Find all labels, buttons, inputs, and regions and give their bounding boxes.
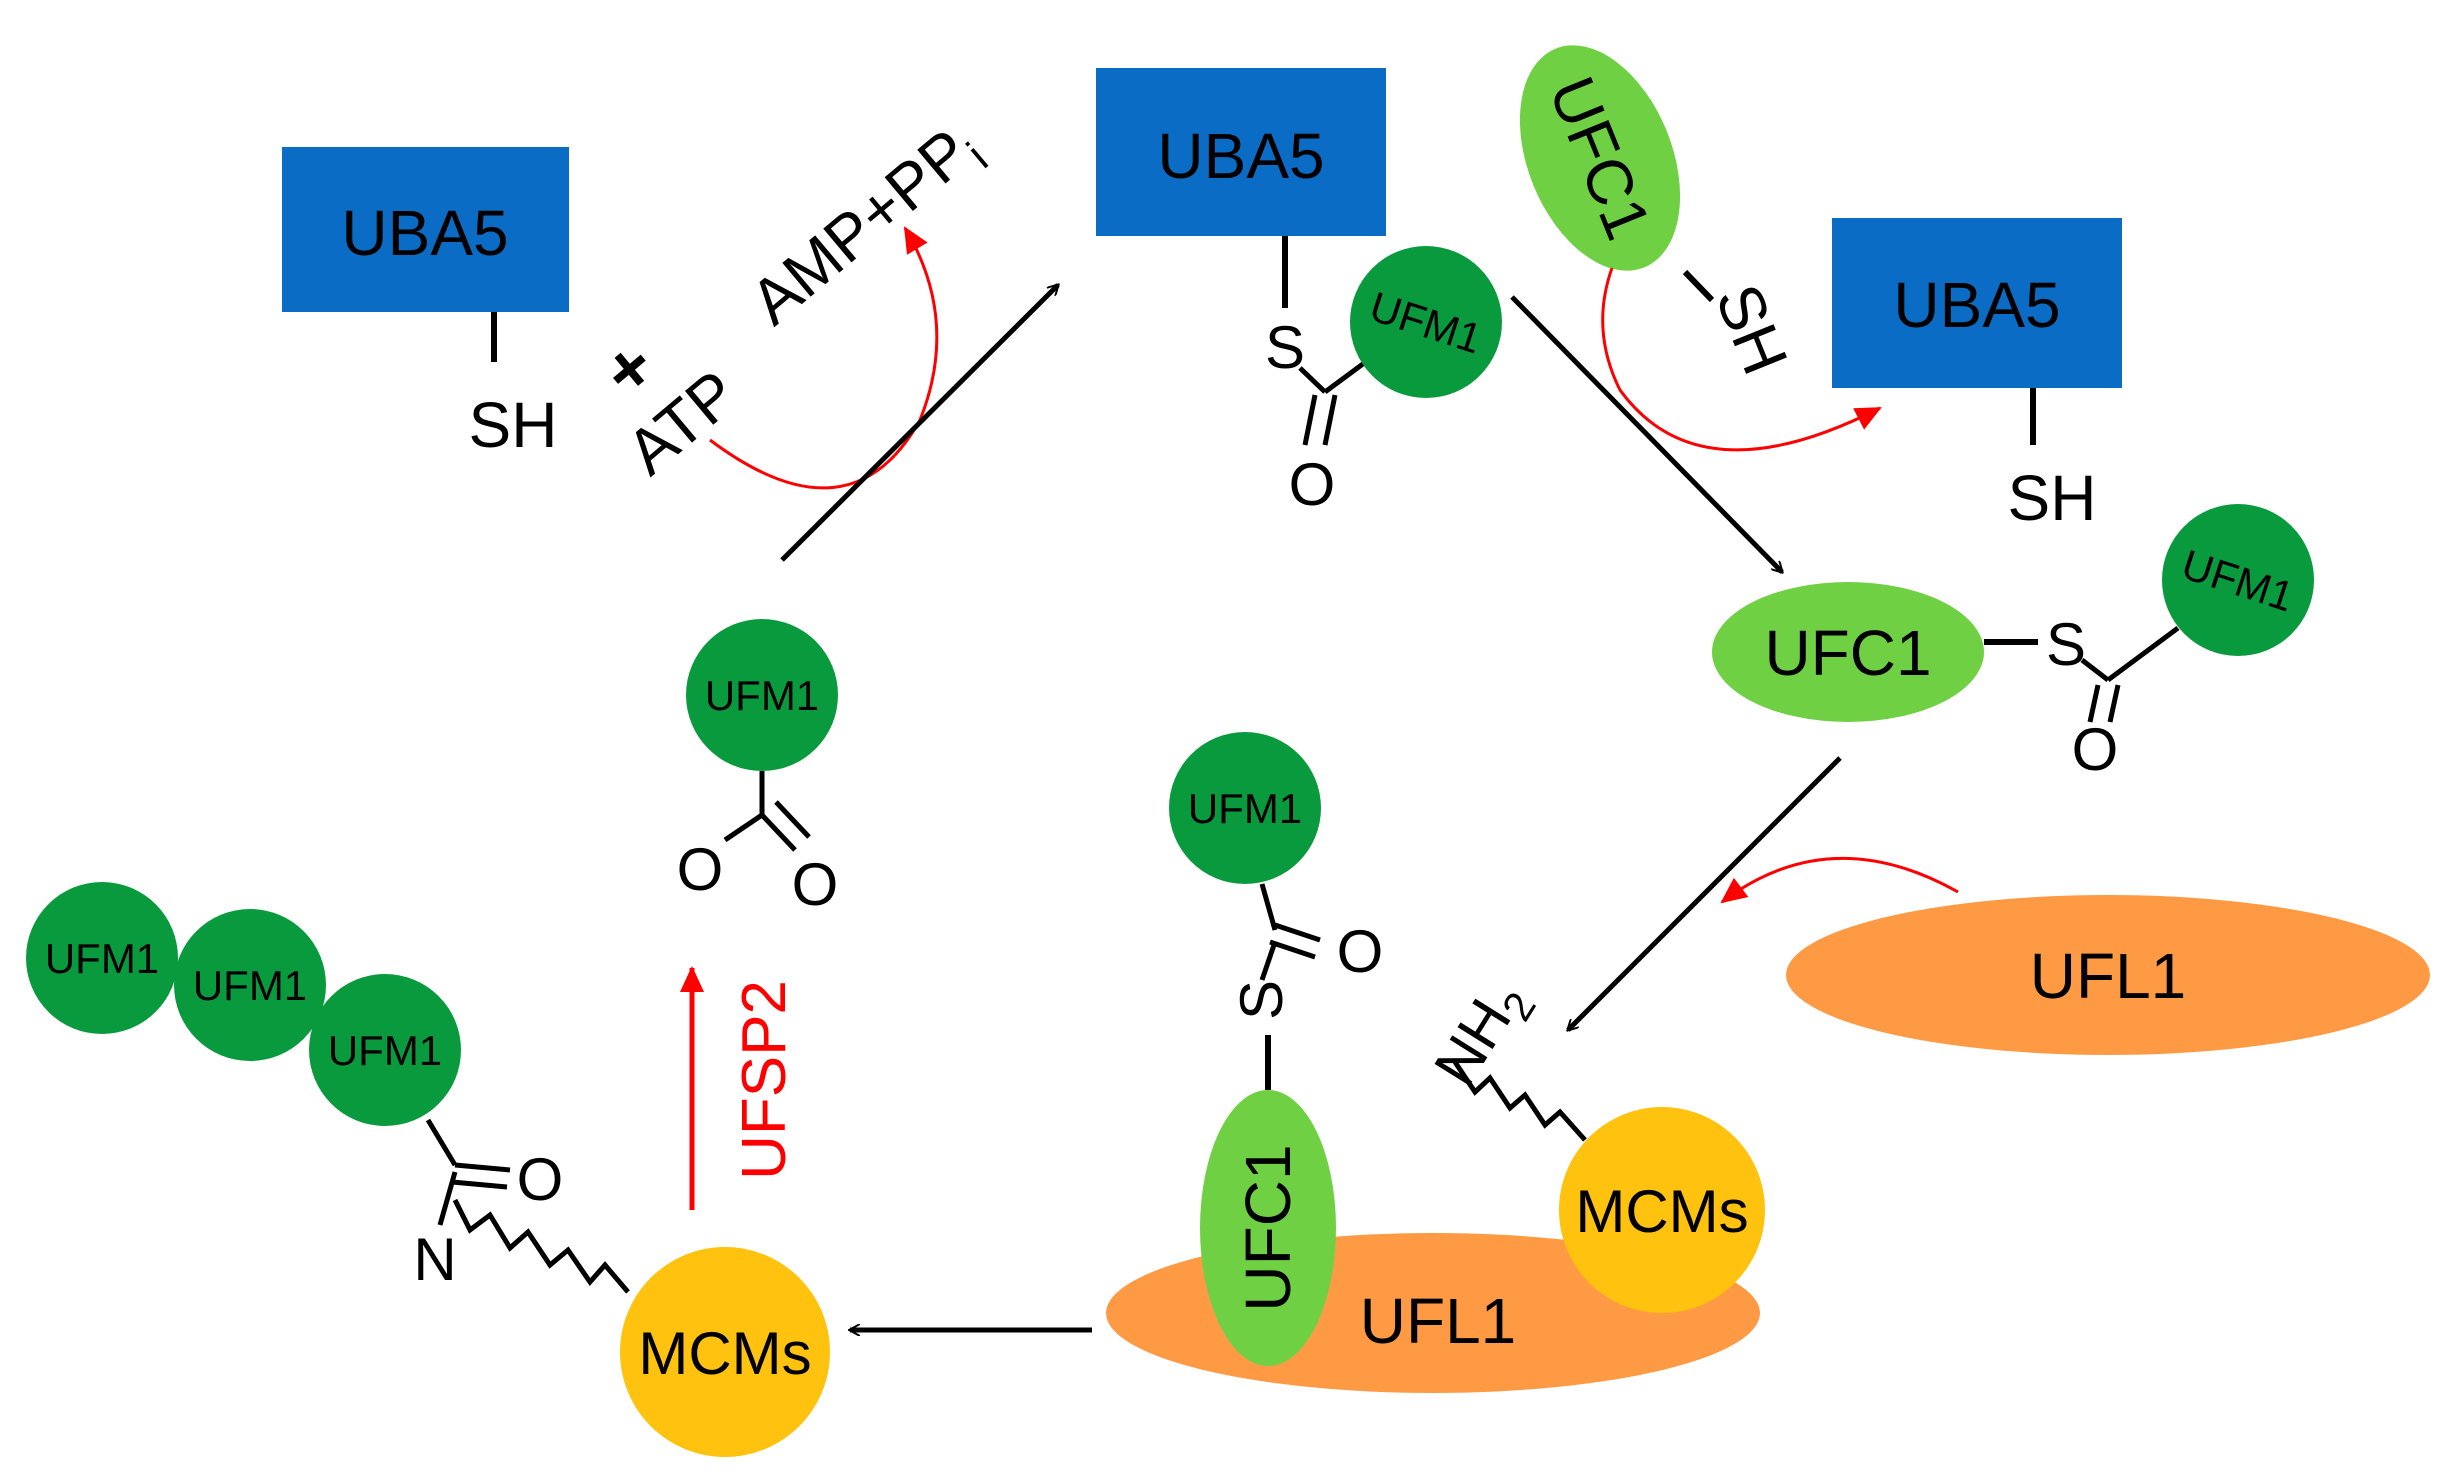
ufm1-circle — [1169, 732, 1321, 884]
ufm1-circle — [1350, 246, 1502, 398]
carbonyl-double-bond-a — [1302, 394, 1318, 446]
mcms-circle — [620, 1247, 830, 1457]
carbonyl-double-bond-a — [760, 813, 797, 852]
ufc1-loading-red-arrow — [1601, 267, 1882, 452]
mcms-polyufmylated: MCMs N O UFM1 UFM1 UFM1 — [26, 882, 830, 1457]
ufsp2-label: UFSP2 — [730, 980, 799, 1180]
ufm1-chain-circle-2 — [174, 909, 326, 1061]
ufm1-label: UFM1 — [328, 1027, 442, 1074]
sulfur-label: S — [1265, 314, 1305, 381]
amp-ppi-label: AMP+PPi — [737, 109, 997, 346]
ufm1-chain-circle-1 — [26, 882, 178, 1034]
ufm1-free-carboxylate: UFM1 O O — [677, 619, 839, 918]
carboxyl-single-bond — [723, 812, 764, 843]
uba5-box — [1832, 218, 2122, 388]
carbonyl-double-bond-a — [2087, 684, 2101, 723]
ligation-black-arrow — [1568, 756, 1842, 1030]
ufc1-sh-free: UFC1 SH — [1519, 45, 1802, 384]
sulfur-label: S — [1228, 980, 1295, 1020]
ufm1-label: UFM1 — [1188, 785, 1302, 832]
carbonyl-double-bond-a — [1274, 922, 1321, 943]
ufc1-ufm1-thioester: UFC1 S O UFM1 — [1712, 504, 2314, 783]
sh-label: SH — [469, 389, 558, 461]
ufl1-free: UFL1 — [1786, 895, 2430, 1055]
amine-label: NH2 — [1421, 968, 1545, 1102]
mcms-circle — [1559, 1107, 1765, 1313]
oxygen-label: O — [792, 851, 839, 918]
ufl1-ellipse — [1786, 895, 2430, 1055]
transfer-black-arrow — [1510, 295, 1782, 572]
ufl1-recruitment-red-arrow — [1720, 856, 1959, 904]
uba5-box — [1096, 68, 1386, 236]
activation-black-arrow — [780, 285, 1058, 562]
uba5-free-right: UBA5 SH — [1832, 218, 2122, 534]
oxygen-label: O — [517, 1146, 564, 1213]
ufc1-ellipse — [1712, 582, 1984, 722]
ufc1-label: UFC1 — [1232, 1144, 1304, 1311]
ufm1-chain-circle-3 — [309, 974, 461, 1126]
sulfur-carbon-bond — [1298, 366, 1327, 394]
carbon-sulfur-bond — [1259, 941, 1278, 981]
ufm1-label: UFM1 — [193, 962, 307, 1009]
carbon-ufm1-bond — [425, 1118, 458, 1167]
sulfur-carbon-bond — [2080, 658, 2110, 682]
ufm1-circle — [2162, 504, 2314, 656]
ufl1-label: UFL1 — [2030, 940, 2187, 1012]
uba5-box — [282, 147, 569, 312]
ufc1-thiol-bond — [1682, 269, 1715, 303]
mcms-label: MCMs — [638, 1320, 811, 1387]
oxygen-label: O — [677, 836, 724, 903]
uba5-free-left: UBA5 SH — [282, 147, 569, 461]
nitrogen-label: N — [413, 1226, 456, 1293]
ufc1-label: UFC1 — [1764, 617, 1931, 689]
carbon-ufm1-bond — [2106, 625, 2180, 683]
sh-label: SH — [1702, 275, 1802, 384]
ufl1-label: UFL1 — [1360, 1285, 1517, 1357]
lysine-chain — [452, 1198, 630, 1294]
uba5-label: UBA5 — [341, 197, 508, 269]
ufc1-ellipse — [1200, 1090, 1336, 1366]
oxygen-label: O — [2072, 716, 2119, 783]
carbonyl-double-bond-b — [451, 1179, 508, 1190]
ufm1-label: UFM1 — [45, 935, 159, 982]
oxygen-label: O — [1289, 451, 1336, 518]
ufm1-circle — [686, 619, 838, 771]
ufc1-ellipse — [1519, 45, 1681, 271]
ufm1-label: UFM1 — [705, 672, 819, 719]
carbonyl-double-bond-b — [1322, 394, 1338, 446]
carbonyl-double-bond-b — [2107, 684, 2121, 723]
atp-input: + ATP — [588, 325, 751, 488]
uba5-label: UBA5 — [1893, 269, 2060, 341]
amp-ppi-output: AMP+PPi — [737, 109, 997, 346]
carbonyl-double-bond-b — [774, 800, 811, 839]
sh-label: SH — [2008, 462, 2097, 534]
oxygen-label: O — [1337, 918, 1384, 985]
uba5-ufm1-thioester: UBA5 S O UFM1 — [1096, 68, 1502, 518]
carbonyl-double-bond-a — [454, 1162, 511, 1173]
carbonyl-double-bond-b — [1269, 939, 1316, 960]
lysine-chain — [1452, 1060, 1587, 1142]
sulfur-label: S — [2046, 611, 2086, 678]
uba5-label: UBA5 — [1157, 120, 1324, 192]
ufm1-carbon-bond — [1259, 883, 1278, 931]
mcms-label: MCMs — [1575, 1178, 1748, 1245]
